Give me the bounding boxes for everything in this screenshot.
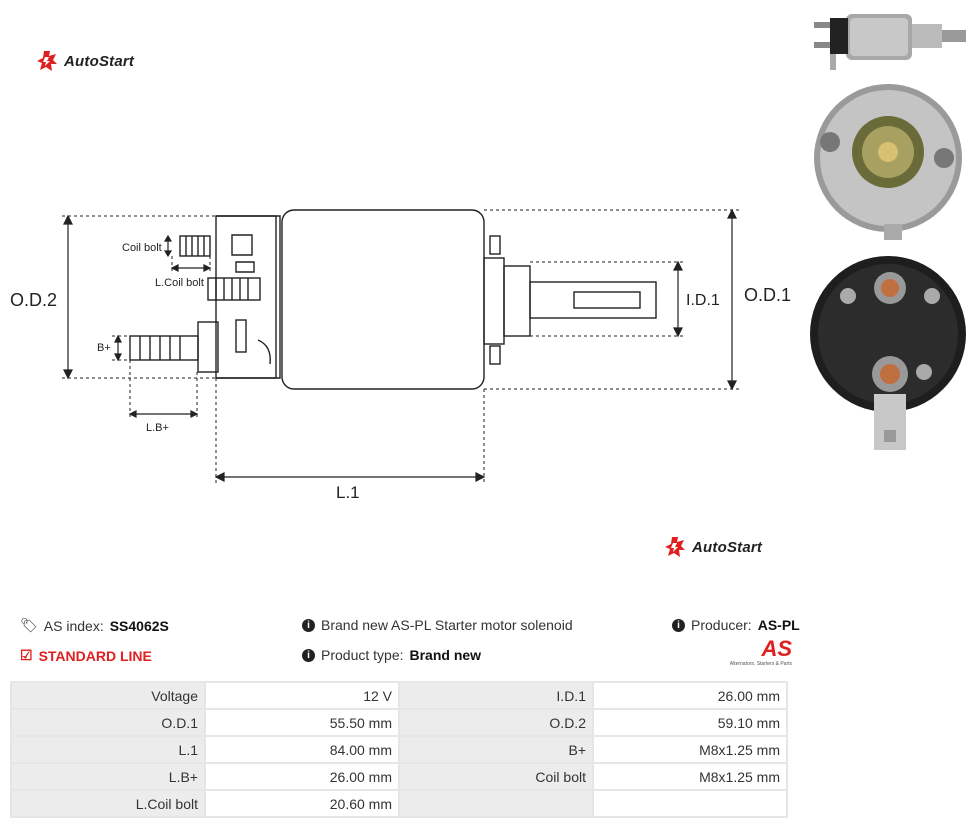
spec-value: 26.00 mm (206, 764, 398, 789)
spec-key: Voltage (12, 683, 204, 708)
info-icon: i (302, 618, 315, 632)
l1-label: L.1 (336, 483, 360, 502)
autostart-mark-icon (665, 537, 685, 557)
as-index-value: SS4062S (109, 617, 169, 634)
spec-key (400, 791, 592, 816)
product-type-value: Brand new (409, 647, 482, 663)
l-coil-bolt-label: L.Coil bolt (155, 277, 204, 289)
spec-value (594, 791, 786, 816)
producer: i Producer: AS-PL (672, 617, 800, 633)
spec-key: L.Coil bolt (12, 791, 204, 816)
spec-value: M8x1.25 mm (594, 737, 786, 762)
spec-key: O.D.1 (12, 710, 204, 735)
brand-name: AutoStart (64, 52, 135, 70)
spec-value: 26.00 mm (594, 683, 786, 708)
as-pl-logo: AS Alternators, Starters & Parts (716, 638, 792, 668)
spec-key: O.D.2 (400, 710, 592, 735)
tag-icon: 🏷 (20, 617, 38, 633)
solenoid-front-photo (814, 84, 962, 240)
description-text: Brand new AS-PL Starter motor solenoid (321, 617, 573, 633)
spec-value: 59.10 mm (594, 710, 786, 735)
product-type: i Product type: Brand new (302, 647, 481, 663)
table-row: Voltage 12 V I.D.1 26.00 mm (12, 683, 786, 708)
id1-label: I.D.1 (686, 292, 720, 309)
l-b-plus-label: L.B+ (146, 422, 169, 434)
as-index: 🏷 AS index: SS4062S (20, 617, 169, 634)
spec-key: B+ (400, 737, 592, 762)
table-row: L.Coil bolt 20.60 mm (12, 791, 786, 816)
autostart-mark-icon (37, 51, 57, 71)
spec-value: 20.60 mm (206, 791, 398, 816)
info-icon: i (672, 618, 685, 632)
standard-line-label: STANDARD LINE (38, 647, 152, 664)
table-row: L.B+ 26.00 mm Coil bolt M8x1.25 mm (12, 764, 786, 789)
spec-value: 12 V (206, 683, 398, 708)
table-row: L.1 84.00 mm B+ M8x1.25 mm (12, 737, 786, 762)
producer-label: Producer: (691, 617, 752, 633)
autostart-logo-top: AutoStart (36, 50, 134, 72)
od2-label: O.D.2 (10, 290, 57, 310)
spec-value: M8x1.25 mm (594, 764, 786, 789)
as-logo-text: AS (761, 636, 792, 661)
spec-key: L.1 (12, 737, 204, 762)
producer-value: AS-PL (757, 617, 800, 633)
od1-label: O.D.1 (744, 285, 791, 305)
table-row: O.D.1 55.50 mm O.D.2 59.10 mm (12, 710, 786, 735)
spec-key: L.B+ (12, 764, 204, 789)
spec-value: 55.50 mm (206, 710, 398, 735)
product-type-label: Product type: (321, 647, 404, 663)
coil-bolt-label: Coil bolt (122, 242, 162, 254)
solenoid-terminal-photo (810, 256, 966, 450)
solenoid-dimension-drawing: Coil bolt L.Coil bolt B+ L.B+ O.D.2 O.D.… (10, 208, 791, 502)
spec-key: I.D.1 (400, 683, 592, 708)
spec-key: Coil bolt (400, 764, 592, 789)
description: i Brand new AS-PL Starter motor solenoid (302, 617, 573, 633)
solenoid-side-photo (814, 14, 966, 70)
b-plus-label: B+ (97, 342, 111, 354)
info-icon: i (302, 648, 315, 662)
spec-value: 84.00 mm (206, 737, 398, 762)
autostart-logo-bottom: AutoStart (664, 536, 762, 558)
brand-name: AutoStart (692, 538, 763, 556)
checkbox-icon: ☑ (20, 647, 33, 663)
as-logo-tagline: Alternators, Starters & Parts (729, 661, 792, 667)
as-index-label: AS index: (43, 617, 104, 634)
line-badge: ☑ STANDARD LINE (20, 647, 152, 664)
spec-table: Voltage 12 V I.D.1 26.00 mm O.D.1 55.50 … (10, 681, 788, 818)
